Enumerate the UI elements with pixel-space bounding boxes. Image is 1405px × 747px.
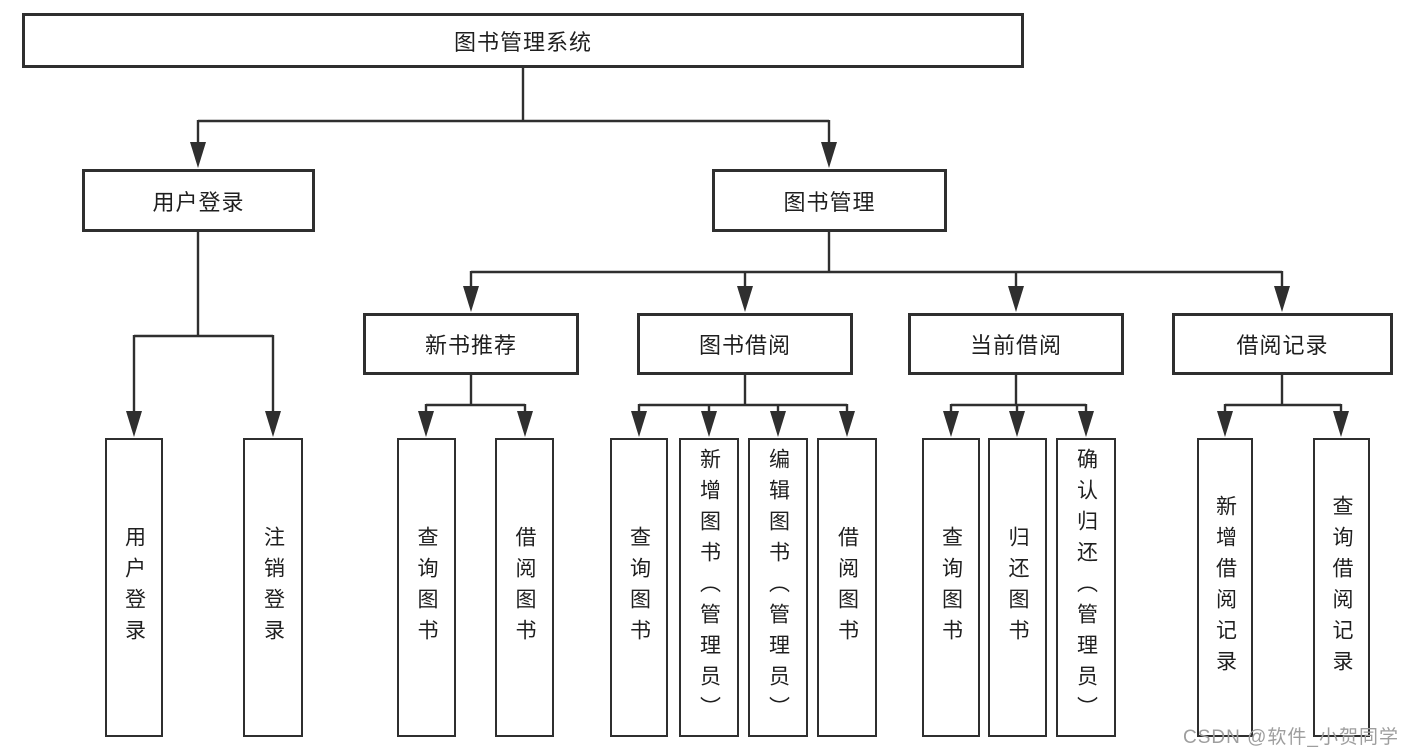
leaf-borrow-query-books-label: 查询图书 — [627, 525, 651, 650]
arrowheads — [126, 142, 1349, 437]
leaf-user-login-label: 用户登录 — [122, 525, 146, 650]
leaf-records-add-record-label: 新增借阅记录 — [1213, 494, 1237, 681]
node-book-borrow: 图书借阅 — [637, 313, 853, 375]
leaf-newbook-query-books-label: 查询图书 — [415, 525, 438, 650]
leaf-records-query-record: 查询借阅记录 — [1313, 438, 1370, 737]
leaf-current-return-books-label: 归还图书 — [1006, 525, 1029, 650]
node-user-login: 用户登录 — [82, 169, 315, 232]
leaf-records-query-record-label: 查询借阅记录 — [1330, 494, 1353, 681]
leaf-borrow-borrow-books-label: 借阅图书 — [835, 525, 859, 650]
leaf-borrow-edit-books-admin-label: 编辑图书（管理员） — [766, 448, 790, 727]
leaf-newbook-borrow-books: 借阅图书 — [495, 438, 554, 737]
node-current-borrow: 当前借阅 — [908, 313, 1124, 375]
csdn-watermark: CSDN @软件_小贺同学 — [1183, 727, 1399, 747]
leaf-borrow-borrow-books: 借阅图书 — [817, 438, 877, 737]
node-borrow-records: 借阅记录 — [1172, 313, 1393, 375]
leaf-borrow-query-books: 查询图书 — [610, 438, 668, 737]
leaf-borrow-add-books-admin: 新增图书（管理员） — [679, 438, 739, 737]
node-library-management-system-label: 图书管理系统 — [453, 29, 592, 55]
node-current-borrow-label: 当前借阅 — [969, 333, 1062, 358]
leaf-current-query-books-label: 查询图书 — [939, 525, 963, 650]
node-book-management-label: 图书管理 — [783, 189, 876, 215]
leaf-newbook-query-books: 查询图书 — [397, 438, 456, 737]
leaf-borrow-edit-books-admin: 编辑图书（管理员） — [748, 438, 808, 737]
leaf-newbook-borrow-books-label: 借阅图书 — [513, 525, 536, 650]
leaf-borrow-add-books-admin-label: 新增图书（管理员） — [697, 448, 721, 727]
node-new-book-recommend-label: 新书推荐 — [424, 333, 517, 358]
node-user-login-label: 用户登录 — [152, 189, 245, 215]
node-book-borrow-label: 图书借阅 — [698, 333, 791, 358]
node-borrow-records-label: 借阅记录 — [1236, 333, 1329, 358]
leaf-records-add-record: 新增借阅记录 — [1197, 438, 1253, 737]
leaf-current-confirm-return-admin-label: 确认归还（管理员） — [1074, 448, 1098, 727]
leaf-logout: 注销登录 — [243, 438, 303, 737]
leaf-current-query-books: 查询图书 — [922, 438, 980, 737]
leaf-user-login: 用户登录 — [105, 438, 163, 737]
node-new-book-recommend: 新书推荐 — [363, 313, 579, 375]
leaf-logout-label: 注销登录 — [261, 525, 285, 650]
node-book-management: 图书管理 — [712, 169, 947, 232]
leaf-current-confirm-return-admin: 确认归还（管理员） — [1056, 438, 1116, 737]
leaf-current-return-books: 归还图书 — [988, 438, 1047, 737]
node-library-management-system: 图书管理系统 — [22, 13, 1024, 68]
